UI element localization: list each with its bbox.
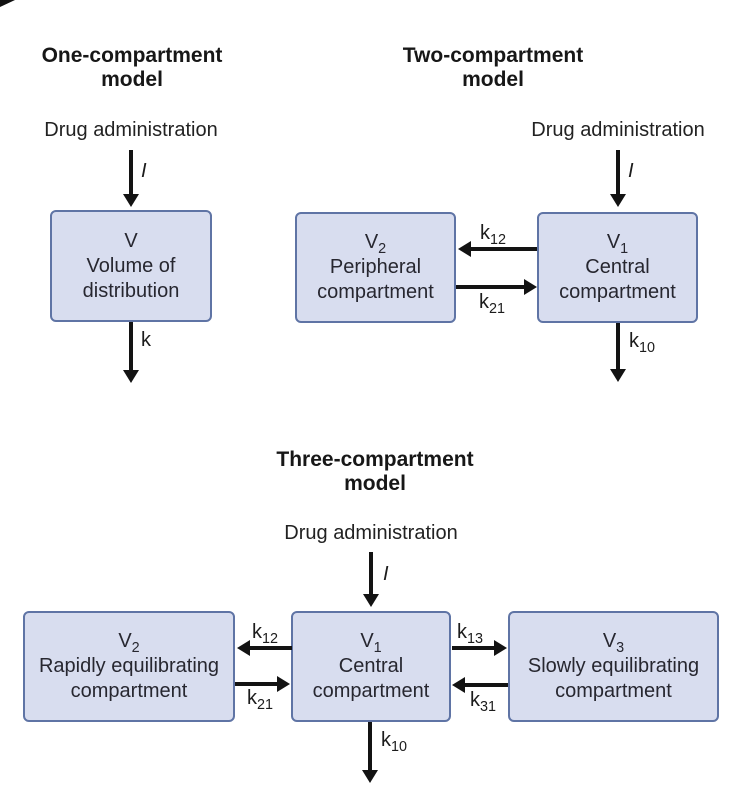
two-compartment-title-line2: model bbox=[462, 68, 524, 91]
compartment-label-line2: compartment bbox=[312, 680, 430, 702]
k31-label: k31 bbox=[470, 689, 497, 715]
k12-arrow-head bbox=[237, 640, 250, 656]
k10-elimination-arrow-shaft bbox=[368, 722, 372, 771]
k31-arrow-shaft bbox=[463, 683, 508, 687]
elimination-arrow-head bbox=[123, 370, 139, 383]
input-arrow-head bbox=[123, 194, 139, 207]
k21-arrow-head bbox=[524, 279, 537, 295]
three-compartment-title-line1: Three-compartment bbox=[276, 448, 474, 471]
k31-arrow-head bbox=[452, 677, 465, 693]
compartment-label-line2: compartment bbox=[559, 281, 676, 303]
k12-label: k12 bbox=[252, 621, 279, 647]
compartment-label-line1: Central bbox=[338, 655, 404, 677]
two-compartment-title-line1: Two-compartment bbox=[402, 44, 584, 67]
k-elimination-label: k bbox=[141, 329, 151, 351]
compartment-label-line1: Peripheral bbox=[329, 256, 422, 278]
two-compartment-title: Two-compartment model bbox=[393, 44, 593, 92]
k21-arrow-head bbox=[277, 676, 290, 692]
k10-elimination-arrow-head bbox=[362, 770, 378, 783]
three-compartment-title-line2: model bbox=[344, 472, 406, 495]
one-compartment-title: One-compartment model bbox=[32, 44, 232, 92]
k12-arrow-head bbox=[458, 241, 471, 257]
central-compartment-box: V1 Central compartment bbox=[537, 212, 698, 323]
compartment-symbol: V2 bbox=[118, 630, 140, 656]
compartment-label-line2: compartment bbox=[70, 680, 188, 702]
compartment-label-line2: compartment bbox=[555, 680, 672, 702]
peripheral-compartment-box: V2 Peripheral compartment bbox=[295, 212, 456, 323]
one-compartment-title-line1: One-compartment bbox=[41, 44, 223, 67]
input-arrow-head bbox=[363, 594, 379, 607]
compartment-label-line2: distribution bbox=[82, 279, 180, 302]
compartment-symbol: V1 bbox=[606, 231, 629, 257]
slowly-equilibrating-compartment-box: V3 Slowly equilibrating compartment bbox=[508, 611, 719, 722]
input-arrow-shaft bbox=[369, 552, 373, 595]
elimination-arrow-shaft bbox=[129, 322, 133, 370]
drug-administration-label: Drug administration bbox=[284, 522, 458, 544]
one-compartment-title-line2: model bbox=[101, 68, 163, 91]
compartment-label-line1: Central bbox=[585, 256, 650, 278]
compartment-symbol: V2 bbox=[364, 231, 387, 257]
compartment-label-line2: compartment bbox=[317, 281, 434, 303]
k21-arrow-shaft bbox=[456, 285, 524, 289]
compartment-label-line1: Volume of bbox=[86, 254, 176, 277]
k12-label: k12 bbox=[480, 222, 507, 248]
k10-elimination-arrow-shaft bbox=[616, 323, 620, 370]
input-rate-label: I bbox=[628, 160, 634, 182]
compartment-symbol: V1 bbox=[360, 630, 382, 656]
k10-label: k10 bbox=[629, 330, 656, 356]
k13-label: k13 bbox=[457, 621, 484, 647]
three-compartment-title: Three-compartment model bbox=[265, 448, 485, 496]
k12-arrow-shaft bbox=[469, 247, 537, 251]
compartment-symbol: V3 bbox=[602, 630, 625, 656]
k10-elimination-arrow-head bbox=[610, 369, 626, 382]
k13-arrow-shaft bbox=[452, 646, 496, 650]
input-arrow-shaft bbox=[129, 150, 133, 196]
input-arrow-head bbox=[610, 194, 626, 207]
central-compartment-box: V1 Central compartment bbox=[291, 611, 451, 722]
compartment-symbol: V bbox=[124, 229, 138, 252]
volume-of-distribution-box: V Volume of distribution bbox=[50, 210, 212, 322]
rapidly-equilibrating-compartment-box: V2 Rapidly equilibrating compartment bbox=[23, 611, 235, 722]
compartment-label-line1: Rapidly equilibrating bbox=[38, 655, 220, 677]
k12-arrow-shaft bbox=[248, 646, 292, 650]
drug-administration-label: Drug administration bbox=[44, 119, 218, 141]
k21-label: k21 bbox=[247, 687, 274, 713]
compartment-label-line1: Slowly equilibrating bbox=[527, 655, 700, 677]
k10-label: k10 bbox=[381, 729, 408, 755]
input-rate-label: I bbox=[383, 563, 389, 585]
k13-arrow-head bbox=[494, 640, 507, 656]
k21-arrow-shaft bbox=[235, 682, 279, 686]
input-arrow-shaft bbox=[616, 150, 620, 196]
drug-administration-label: Drug administration bbox=[531, 119, 705, 141]
k21-label: k21 bbox=[479, 291, 506, 317]
input-rate-label: I bbox=[141, 160, 147, 182]
scan-artifact bbox=[0, 0, 15, 7]
